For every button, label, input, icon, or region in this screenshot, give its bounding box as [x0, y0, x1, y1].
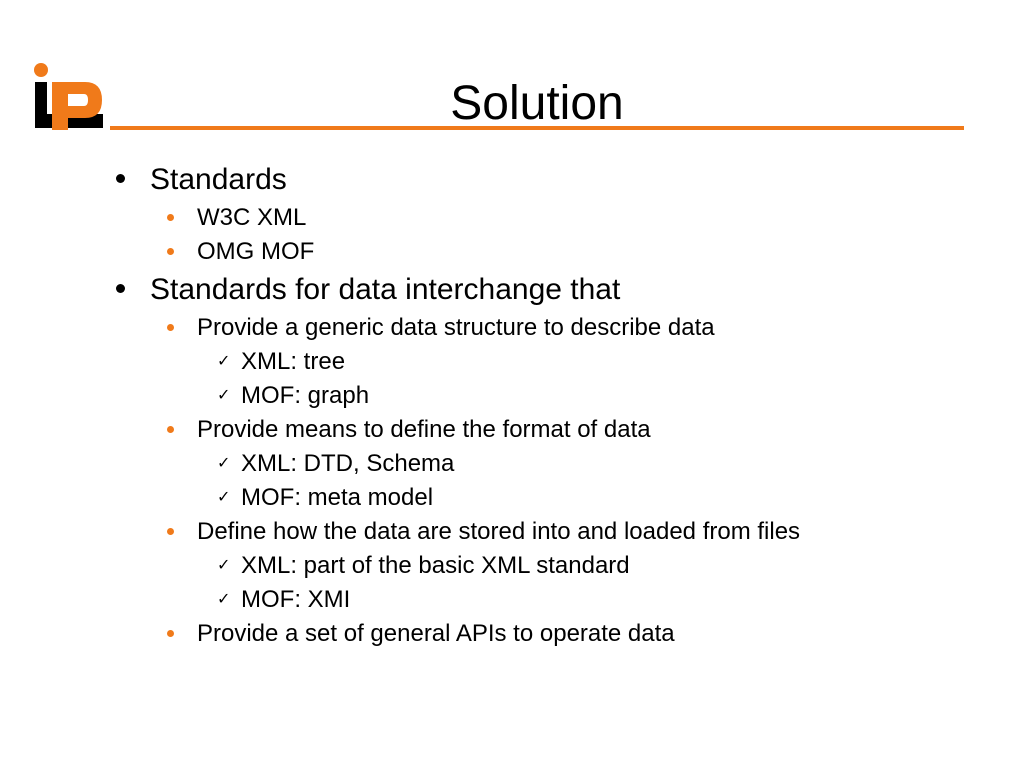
orange-bullet-dot-icon [167, 426, 174, 433]
logo-i-stem [35, 82, 47, 114]
sub-bullet-item: W3C XML [167, 202, 307, 234]
bullet-item: Standards [116, 160, 287, 200]
orange-bullet-dot-icon [167, 214, 174, 221]
bullet-text: Provide a generic data structure to desc… [197, 314, 715, 341]
bullet-dot-icon [116, 284, 125, 293]
check-icon: ✓ [217, 387, 231, 404]
sub-bullet-item: Provide a generic data structure to desc… [167, 312, 715, 344]
sub-bullet-item: Define how the data are stored into and … [167, 516, 801, 548]
logo-p-bowl [52, 82, 102, 130]
orange-bullet-dot-icon [167, 528, 174, 535]
check-icon: ✓ [217, 353, 231, 370]
ipd-logo [34, 63, 103, 130]
bullet-text: OMG MOF [197, 238, 315, 265]
check-bullet-item: ✓ XML: part of the basic XML standard [217, 550, 630, 582]
check-icon: ✓ [217, 489, 231, 506]
bullet-item: Standards for data interchange that [116, 270, 621, 310]
check-bullet-item: ✓ MOF: meta model [217, 482, 434, 514]
orange-bullet-dot-icon [167, 630, 174, 637]
sub-bullet-item: Provide means to define the format of da… [167, 414, 651, 446]
sub-bullet-item: Provide a set of general APIs to operate… [167, 618, 675, 650]
orange-bullet-dot-icon [167, 324, 174, 331]
logo-dot [34, 63, 48, 77]
check-icon: ✓ [217, 557, 231, 574]
bullet-text: MOF: XMI [241, 586, 351, 613]
bullet-text: MOF: meta model [241, 484, 434, 511]
sub-bullet-item: OMG MOF [167, 236, 315, 268]
title-underline [110, 126, 964, 130]
check-icon: ✓ [217, 455, 231, 472]
check-bullet-item: ✓ MOF: graph [217, 380, 370, 412]
bullet-text: XML: tree [241, 348, 346, 375]
bullet-text: Provide a set of general APIs to operate… [197, 620, 675, 647]
check-bullet-item: ✓ MOF: XMI [217, 584, 351, 616]
slide-title: Solution [450, 77, 624, 130]
bullet-text: W3C XML [197, 204, 307, 231]
bullet-text: XML: DTD, Schema [241, 450, 455, 477]
bullet-text: XML: part of the basic XML standard [241, 552, 630, 579]
orange-bullet-dot-icon [167, 248, 174, 255]
check-bullet-item: ✓ XML: tree [217, 346, 346, 378]
bullet-text: Define how the data are stored into and … [197, 518, 801, 545]
check-bullet-item: ✓ XML: DTD, Schema [217, 448, 455, 480]
bullet-text: MOF: graph [241, 382, 370, 409]
bullet-text: Standards [150, 163, 287, 196]
bullet-text: Standards for data interchange that [150, 273, 621, 306]
bullet-dot-icon [116, 174, 125, 183]
bullet-text: Provide means to define the format of da… [197, 416, 651, 443]
check-icon: ✓ [217, 591, 231, 608]
